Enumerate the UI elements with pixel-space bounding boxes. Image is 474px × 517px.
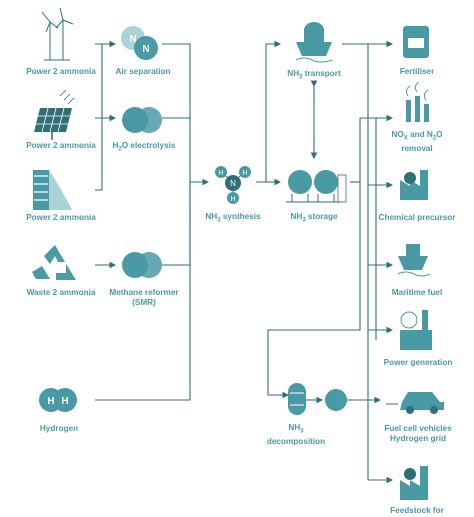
label-waste: Waste 2 ammonia <box>26 288 96 297</box>
label-methane-reformer: Methane reformer(SMR) <box>109 288 179 307</box>
solar-panel-icon <box>34 89 75 140</box>
connector-lines <box>95 40 394 484</box>
label-hydrogen: Hydrogen <box>39 424 79 433</box>
svg-text:N: N <box>129 34 136 45</box>
power-plant-icon <box>400 310 432 350</box>
hydrogen-output-icon <box>325 389 347 411</box>
label-power-solar: Power 2 ammonia <box>26 141 96 150</box>
label-h2o-electrolysis: H2O electrolysis <box>112 141 176 153</box>
label-nh3-storage: NH3 storage <box>290 212 338 224</box>
svg-text:H: H <box>218 170 223 177</box>
storage-tanks-icon <box>286 170 347 203</box>
car-icon <box>386 392 444 414</box>
svg-text:H: H <box>47 396 54 407</box>
n2-molecule-icon: N N <box>121 26 158 60</box>
factory-leaf-icon <box>400 170 428 200</box>
chimney-icon <box>405 81 429 122</box>
label-chemical-precursor: Chemical precursor <box>378 213 456 222</box>
label-nh3-transport: NH3 transport <box>287 69 341 81</box>
label-power-generation: Power generation <box>383 358 453 367</box>
decomposition-vessel-icon <box>288 383 306 415</box>
svg-text:N: N <box>230 179 236 188</box>
wind-turbine-icon <box>41 7 74 61</box>
h2-molecule-icon: H H <box>39 388 77 412</box>
ship-icon <box>295 22 333 63</box>
nh3-molecule-icon: H H N H <box>215 166 251 204</box>
svg-text:N: N <box>142 44 149 55</box>
label-nh3-synthesis: NH3 synthesis <box>205 212 261 224</box>
h2o-molecule-icon <box>122 107 162 133</box>
feedstock-factory-icon <box>400 466 428 500</box>
label-power-wind: Power 2 ammonia <box>26 67 96 76</box>
label-maritime-fuel: Maritime fuel <box>391 288 443 297</box>
recycle-icon <box>32 245 76 280</box>
label-power-hydro: Power 2 ammonia <box>26 213 96 222</box>
label-air-separation: Air separation <box>115 67 171 76</box>
methane-reformer-icon <box>122 252 162 278</box>
svg-text:H: H <box>230 196 235 203</box>
label-fertiliser: Fertiliser <box>399 67 435 76</box>
label-feedstock: Feedstock for <box>390 506 444 515</box>
fertiliser-bag-icon <box>403 26 429 58</box>
svg-text:H: H <box>242 170 247 177</box>
hydro-dam-icon <box>33 170 72 210</box>
svg-text:H: H <box>61 396 68 407</box>
maritime-ship-icon <box>397 244 431 277</box>
